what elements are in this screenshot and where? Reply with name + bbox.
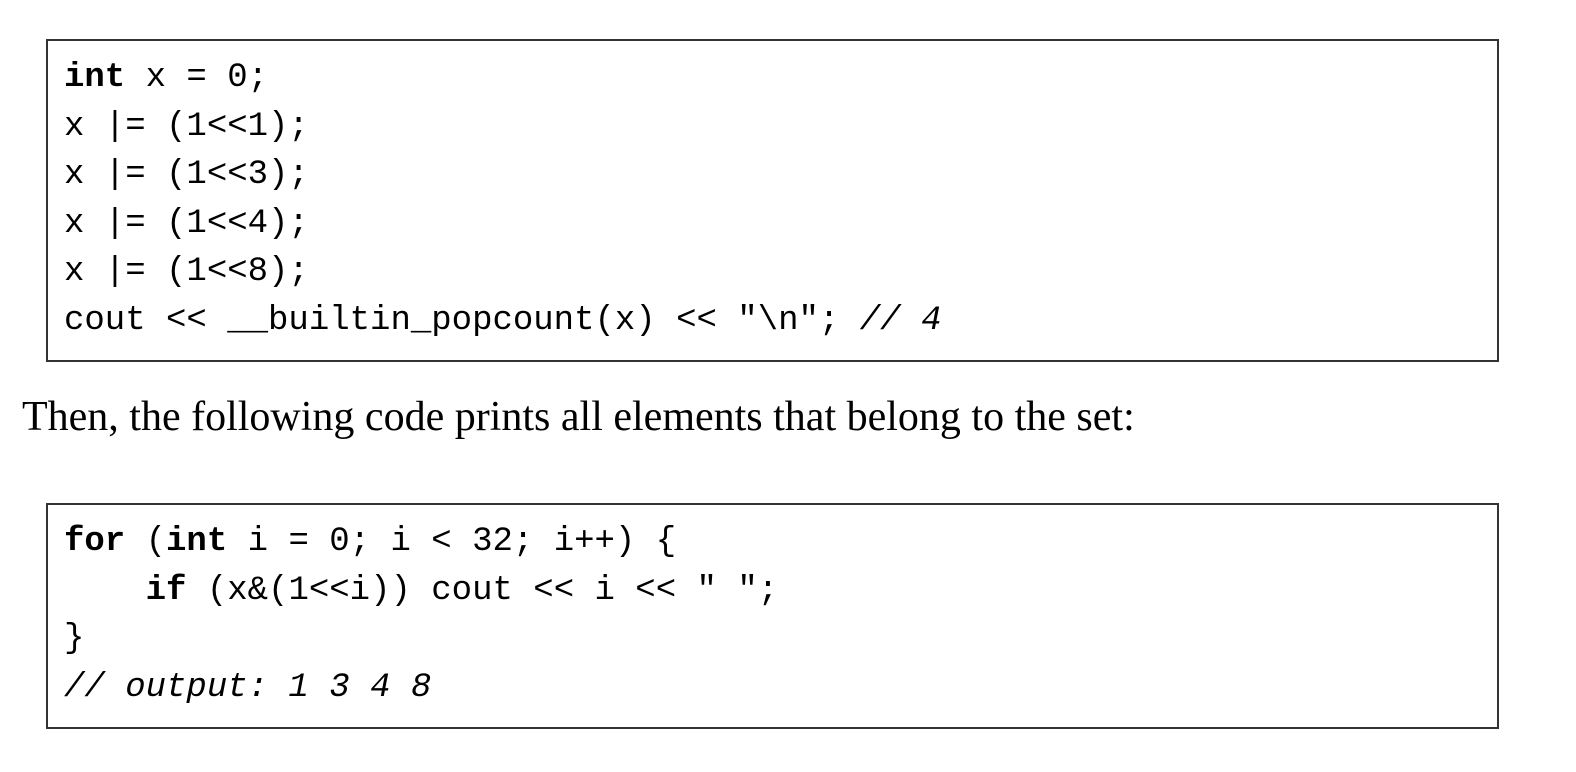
code-fragment: ( bbox=[125, 523, 167, 561]
keyword: if bbox=[145, 571, 187, 610]
code-line: // output: 1 3 4 8 bbox=[64, 664, 778, 713]
code-block-print-elements: for (int i = 0; i < 32; i++) { if (x&(1<… bbox=[46, 503, 1499, 729]
keyword: int bbox=[166, 523, 228, 561]
code-line: cout << __builtin_popcount(x) << "\n"; /… bbox=[64, 297, 941, 346]
code-comment: // output: 1 3 4 8 bbox=[64, 668, 432, 707]
code-fragment: i = 0; i < 32; i++) { bbox=[227, 523, 677, 561]
code-line: x |= (1<<4); bbox=[64, 204, 309, 243]
code-comment: // 4 bbox=[859, 301, 942, 340]
code-fragment: cout << __builtin_popcount(x) << "\n"; bbox=[64, 301, 860, 340]
body-paragraph: Then, the following code prints all elem… bbox=[22, 394, 1135, 440]
code-line: for (int i = 0; i < 32; i++) { bbox=[64, 518, 778, 567]
keyword: int bbox=[64, 59, 126, 97]
code-line: } bbox=[64, 620, 85, 658]
code-text: int x = 0; x |= (1<<1); x |= (1<<3); x |= (… bbox=[64, 54, 941, 345]
code-fragment: (x&(1<<i)) cout << i << " "; bbox=[186, 571, 779, 610]
code-indent bbox=[64, 572, 146, 610]
keyword: for bbox=[64, 523, 126, 561]
code-fragment: x = 0; bbox=[125, 59, 269, 97]
code-text: for (int i = 0; i < 32; i++) { if (x&(1<… bbox=[64, 518, 778, 712]
code-line: if (x&(1<<i)) cout << i << " "; bbox=[64, 567, 779, 616]
code-line: x |= (1<<8); bbox=[64, 253, 309, 291]
code-block-bitset-setup: int x = 0; x |= (1<<1); x |= (1<<3); x |= (… bbox=[46, 39, 1499, 362]
code-line: x |= (1<<3); bbox=[64, 156, 309, 194]
code-line: x |= (1<<1); bbox=[64, 107, 309, 146]
code-line: int x = 0; bbox=[64, 54, 941, 103]
